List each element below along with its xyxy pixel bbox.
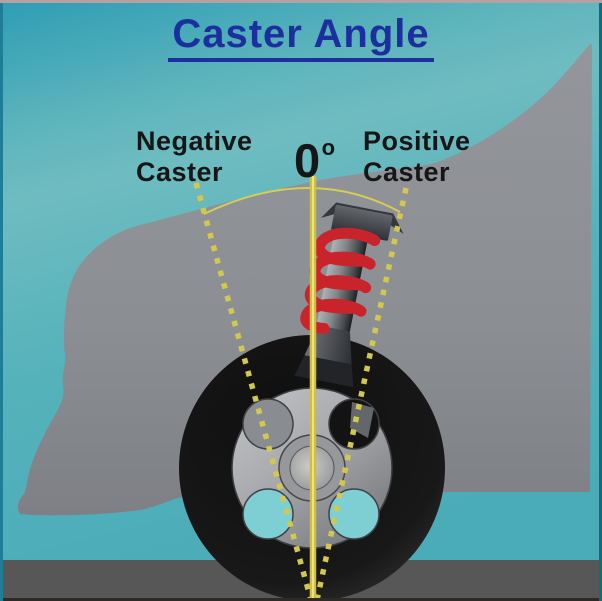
car-body-silhouette: [17, 44, 593, 516]
page-title: Caster Angle: [0, 12, 602, 62]
strut-bottom-mount: [304, 325, 352, 365]
label-negative-line2: Caster: [136, 157, 224, 187]
label-positive-line1: Positive: [363, 126, 471, 156]
rim-hole-top-left: [242, 398, 294, 450]
suspension-strut: [294, 202, 404, 388]
label-positive-caster: Positive Caster: [363, 126, 471, 188]
strut-stem: [294, 355, 354, 388]
label-zero-degrees: 0o: [294, 124, 336, 185]
zero-value: 0: [294, 134, 321, 187]
label-negative-line1: Negative: [136, 126, 253, 156]
coil-spring: [300, 227, 381, 334]
right-border: [599, 0, 602, 601]
strut-through-hole: [350, 402, 374, 438]
rim-hole-bottom-right: [328, 488, 380, 540]
degree-symbol: o: [321, 135, 336, 160]
positive-caster-line: [314, 187, 409, 601]
left-border: [0, 0, 3, 601]
label-positive-line2: Caster: [363, 157, 451, 187]
caster-angle-arc: [203, 187, 401, 215]
rim-hole-bottom-left: [242, 488, 294, 540]
bottom-border: [0, 598, 602, 601]
label-negative-caster: Negative Caster: [136, 126, 253, 188]
top-border: [0, 0, 602, 3]
